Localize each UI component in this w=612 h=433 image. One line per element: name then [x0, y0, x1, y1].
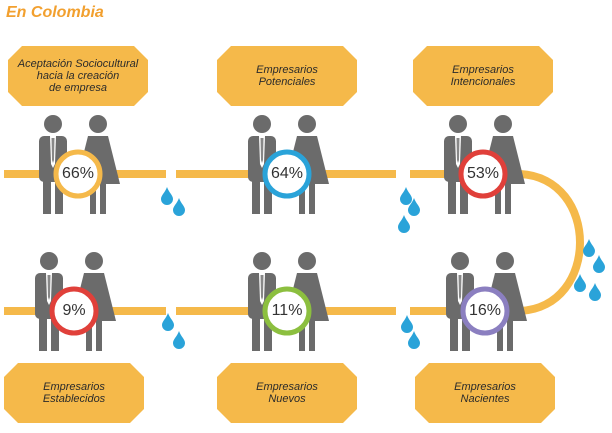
stage-label-box — [217, 363, 357, 423]
stage-label-box — [413, 46, 553, 106]
man-leg — [462, 317, 470, 351]
woman-head — [89, 115, 107, 133]
man-tie — [260, 138, 264, 163]
stage-label-box — [8, 46, 148, 106]
water-drop — [400, 187, 412, 205]
water-drop — [398, 215, 410, 233]
stage-label-text: Empresarios Nacientes — [454, 381, 516, 405]
water-drop — [408, 198, 420, 216]
woman-leg — [299, 319, 305, 351]
man-leg — [450, 317, 458, 351]
man-leg — [460, 180, 468, 214]
water-drop — [161, 187, 173, 205]
stage-label-box — [415, 363, 555, 423]
woman-leg — [309, 319, 315, 351]
water-drop — [408, 331, 420, 349]
man-tie — [456, 138, 460, 163]
stage-percentage: 9% — [62, 302, 86, 319]
stage-label: Empresarios Establecidos — [4, 363, 144, 423]
stage-label: Empresarios Nacientes — [415, 363, 555, 423]
man-tie — [47, 275, 51, 300]
stage-ring — [458, 149, 508, 199]
woman-leg — [497, 319, 503, 351]
man-leg — [264, 317, 272, 351]
man-head — [451, 252, 469, 270]
man-tie — [51, 138, 55, 163]
man-leg — [252, 180, 260, 214]
stage-label-text: Aceptación Sociocultural hacia la creaci… — [17, 58, 139, 94]
stage-percentage: 53% — [466, 165, 500, 182]
woman-leg — [299, 182, 305, 214]
stage-percentage: 66% — [61, 165, 95, 182]
stage-label: Empresarios Potenciales — [217, 46, 357, 106]
woman-leg — [507, 319, 513, 351]
man-leg — [39, 317, 47, 351]
water-drop — [173, 331, 185, 349]
water-drop — [401, 315, 413, 333]
stage-label-text: Empresarios Potenciales — [256, 64, 318, 88]
man-head — [44, 115, 62, 133]
woman-leg — [505, 182, 511, 214]
woman-head — [298, 115, 316, 133]
stage-label-box — [4, 363, 144, 423]
water-drop — [162, 313, 174, 331]
woman-head — [494, 115, 512, 133]
stage-label-text: Empresarios Nuevos — [256, 381, 318, 405]
stage-ring — [262, 149, 312, 199]
stage-label-text: Empresarios Establecidos — [42, 381, 106, 405]
stage-ring — [262, 286, 312, 336]
stage-percentage: 16% — [468, 302, 502, 319]
stage-percentage: 64% — [270, 165, 304, 182]
stage-label: Empresarios Intencionales — [413, 46, 553, 106]
man-leg — [55, 180, 63, 214]
woman-leg — [100, 182, 106, 214]
man-leg — [51, 317, 59, 351]
stage-label-box — [217, 46, 357, 106]
woman-leg — [96, 319, 102, 351]
woman-leg — [495, 182, 501, 214]
man-head — [449, 115, 467, 133]
stage-label-text: Empresarios Intencionales — [450, 64, 516, 88]
man-leg — [43, 180, 51, 214]
stage-percentage: 11% — [271, 302, 303, 319]
stage-label: Aceptación Sociocultural hacia la creaci… — [8, 46, 148, 106]
woman-head — [85, 252, 103, 270]
pipe-curve — [519, 170, 584, 315]
woman-leg — [309, 182, 315, 214]
stage-ring — [460, 286, 510, 336]
page-title: En Colombia — [6, 4, 104, 21]
stage-ring — [53, 149, 103, 199]
man-leg — [252, 317, 260, 351]
woman-head — [298, 252, 316, 270]
woman-head — [496, 252, 514, 270]
man-leg — [448, 180, 456, 214]
stage-ring — [49, 286, 99, 336]
woman-leg — [90, 182, 96, 214]
stage-label: Empresarios Nuevos — [217, 363, 357, 423]
woman-leg — [86, 319, 92, 351]
man-tie — [260, 275, 264, 300]
water-drop — [173, 198, 185, 216]
man-tie — [458, 275, 462, 300]
water-drop — [574, 274, 586, 292]
water-drop — [583, 239, 595, 257]
man-head — [40, 252, 58, 270]
water-drop — [589, 283, 601, 301]
man-head — [253, 252, 271, 270]
water-drop — [593, 255, 605, 273]
man-leg — [264, 180, 272, 214]
man-head — [253, 115, 271, 133]
